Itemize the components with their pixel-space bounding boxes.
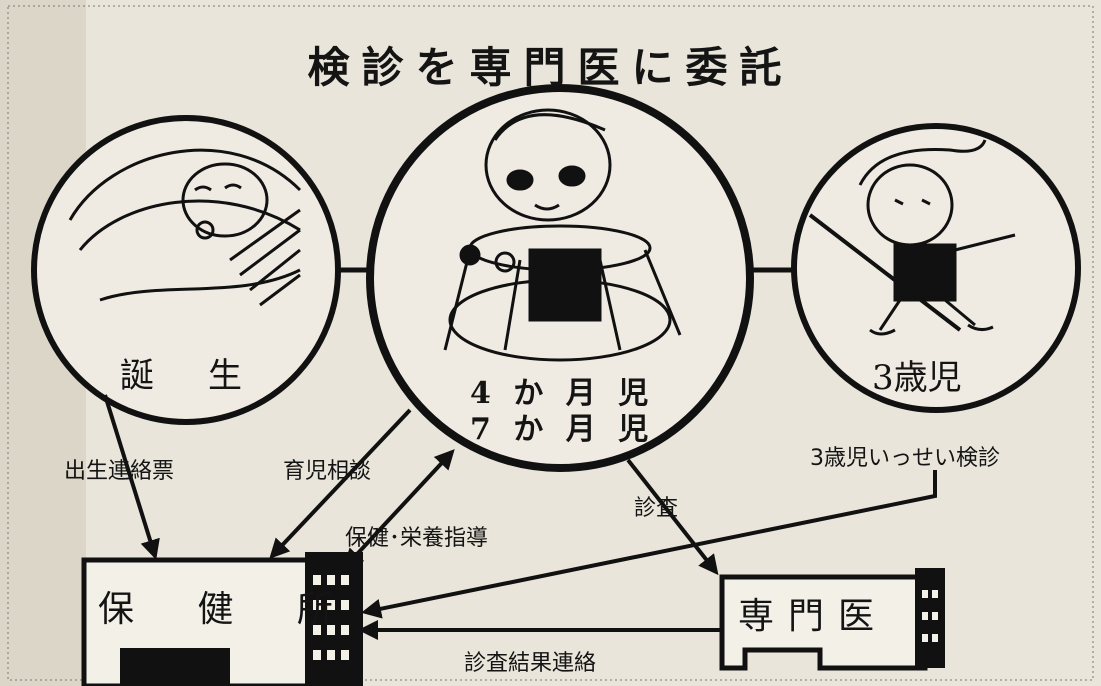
arrow-birth-notice <box>103 394 160 560</box>
birth-circle <box>31 115 341 425</box>
three-year-exam-label: 3歳児いっせい検診 <box>810 446 1000 471</box>
diagram-title: 検診を専門医に委託 <box>307 43 794 92</box>
toddler-illustration <box>808 139 1016 336</box>
baby-walker-illustration <box>443 108 682 362</box>
examination-label: 診査 <box>634 496 679 521</box>
health-center-building <box>81 552 363 686</box>
toddler-label: 3歳児 <box>872 358 962 398</box>
specialist-building <box>719 568 945 671</box>
arrow-three-year-exam <box>361 470 937 619</box>
health-center-label: 保 健 所 <box>98 589 359 630</box>
exam-result-report-label: 診査結果連絡 <box>464 651 597 676</box>
health-nutrition-guidance-label: 保健･栄養指導 <box>345 526 489 551</box>
specialist-label: 専門医 <box>738 596 889 637</box>
arrow-childcare-consult <box>269 408 412 559</box>
infant-label-4-months: 4 か 月 児 <box>470 376 655 411</box>
sleeping-baby-illustration <box>68 148 302 307</box>
health-center-windows <box>305 552 363 686</box>
birth-label: 誕 生 <box>120 356 252 396</box>
arrow-examination <box>626 458 719 576</box>
infant-label-7-months: 7 か 月 児 <box>470 412 655 447</box>
birth-notice-label: 出生連絡票 <box>64 459 175 484</box>
childcare-consult-label: 育児相談 <box>283 459 372 484</box>
page-border <box>7 5 1094 681</box>
specialist-windows <box>915 568 945 668</box>
arrow-guidance <box>343 449 455 569</box>
